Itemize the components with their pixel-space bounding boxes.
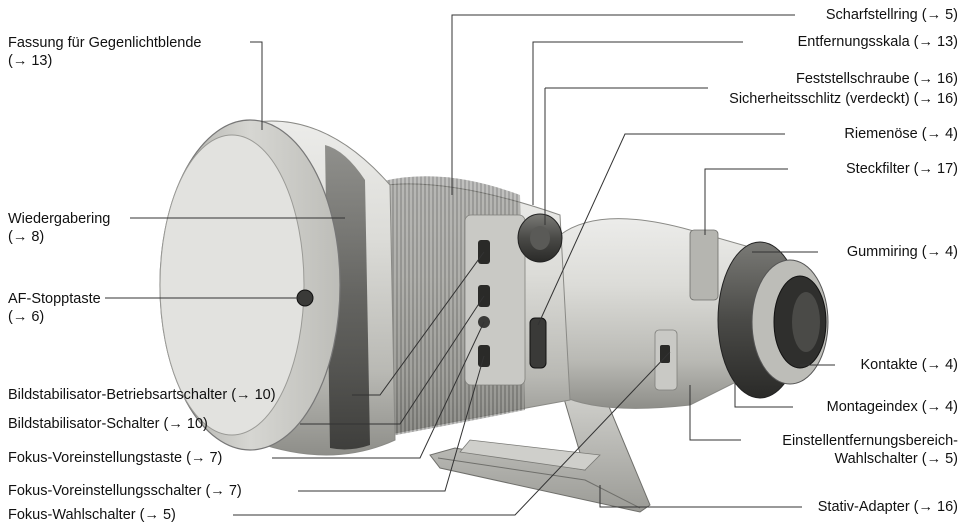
label-kontakte: Kontakte (→ 4) (860, 357, 958, 373)
label-steckfilter: Steckfilter (→ 17) (846, 161, 958, 177)
label-af-stopptaste-line1: AF-Stopptaste (8, 291, 101, 307)
leader-riemenoese (537, 133, 785, 326)
label-fassung-line1: Fassung für Gegenlichtblende (8, 35, 202, 51)
leader-bs-schalter (300, 295, 485, 425)
label-bs-betriebsart: Bildstabilisator-Betriebsartschalter (→ … (8, 387, 276, 403)
label-af-stopptaste: AF-Stopptaste (→ 6) (8, 290, 101, 326)
label-wiedergabering: Wiedergabering (→ 8) (8, 210, 110, 246)
label-fokus-voreinst-taste: Fokus-Voreinstellungstaste (→ 7) (8, 450, 223, 466)
label-wiedergabering-line2: (→ 8) (8, 229, 45, 245)
leader-montageindex (734, 380, 793, 408)
leader-stativ (599, 485, 802, 508)
lens-barrel (159, 119, 829, 456)
label-fassung-line2: (→ 13) (8, 53, 53, 69)
leader-entfernungsskala (532, 41, 743, 205)
leader-fassung (250, 41, 263, 130)
label-einstell: Einstellentfernungsbereich- Wahlschalter… (782, 432, 958, 468)
label-fokus-voreinst-schalter: Fokus-Voreinstellungsschalter (→ 7) (8, 483, 242, 499)
leader-steckfilter (704, 168, 788, 235)
leader-fokus-taste (272, 321, 485, 459)
label-bs-schalter: Bildstabilisator-Schalter (→ 10) (8, 416, 208, 432)
leader-bs-betriebsart (352, 251, 485, 396)
label-entfernungsskala: Entfernungsskala (→ 13) (797, 34, 958, 50)
label-wiedergabering-line1: Wiedergabering (8, 211, 111, 227)
leader-lines (105, 14, 835, 516)
label-feststellschraube: Feststellschraube (→ 16) (796, 71, 958, 87)
label-af-stopptaste-line2: (→ 6) (8, 309, 45, 325)
label-gummiring: Gummiring (→ 4) (846, 244, 958, 260)
label-riemenoese: Riemenöse (→ 4) (844, 126, 958, 142)
label-stativ: Stativ-Adapter (→ 16) (817, 499, 958, 515)
label-sicherheitsschlitz: Sicherheitsschlitz (verdeckt) (→ 16) (729, 91, 958, 107)
label-einstell-line2: Wahlschalter (→ 5) (834, 451, 958, 467)
label-scharfstellring: Scharfstellring (→ 5) (825, 7, 958, 23)
label-fassung: Fassung für Gegenlichtblende (→ 13) (8, 34, 201, 70)
label-montageindex: Montageindex (→ 4) (826, 399, 958, 415)
label-fokus-wahlschalter: Fokus-Wahlschalter (→ 5) (8, 507, 176, 523)
leader-einstell (689, 385, 741, 441)
leader-fokus-schalter (298, 355, 485, 492)
leader-fokus-wahl (233, 351, 671, 516)
label-einstell-line1: Einstellentfernungsbereich- (782, 433, 958, 449)
leader-scharfstellring (451, 14, 795, 195)
locking-knob (517, 213, 563, 263)
